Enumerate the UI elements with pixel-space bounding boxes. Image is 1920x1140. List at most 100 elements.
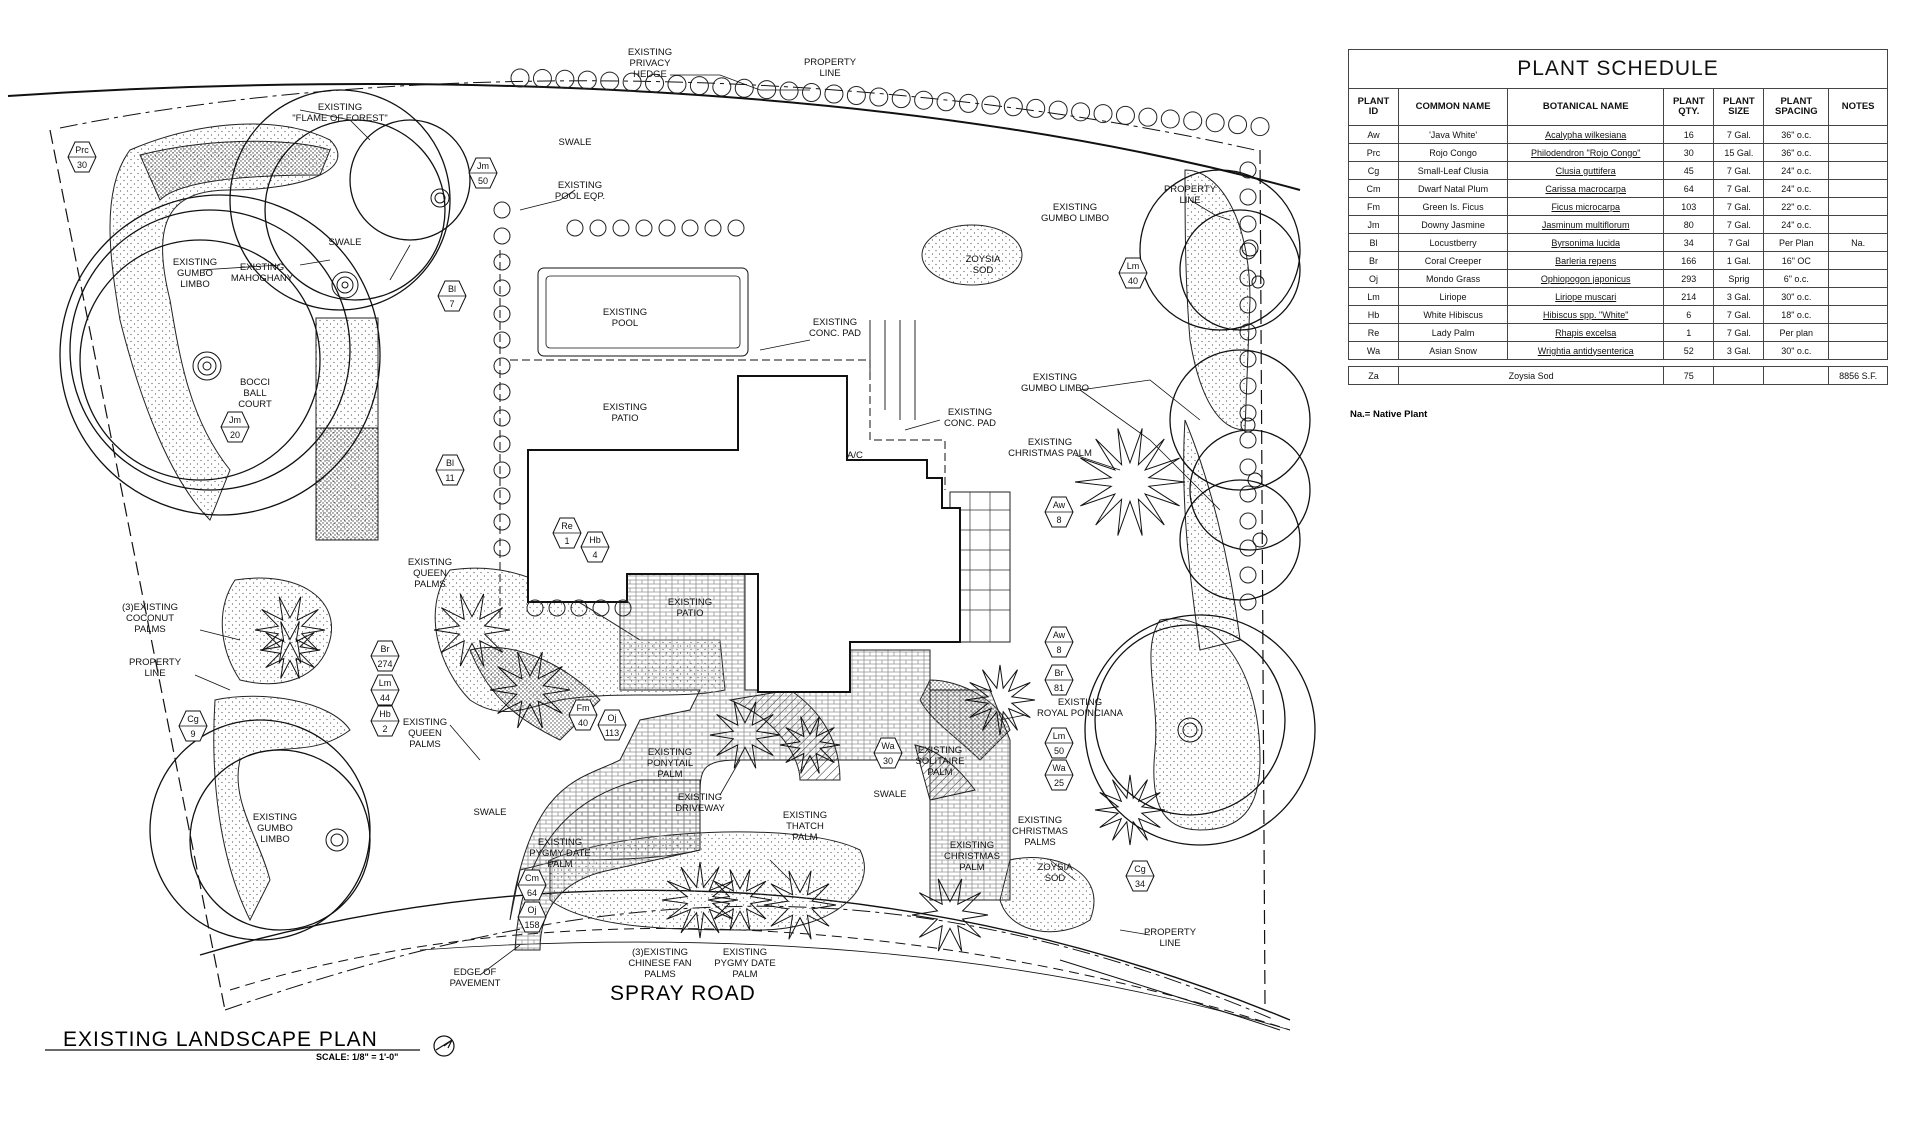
schedule-note: Na.= Native Plant [1350, 409, 1428, 420]
road-name: SPRAY ROAD [610, 982, 756, 1005]
plant-tag-qty: 50 [478, 176, 488, 186]
plant-tag-id: Wa [1052, 763, 1065, 773]
plant-tag: Bl7 [437, 280, 467, 312]
palm-symbols [254, 428, 1186, 952]
schedule-cell: 45 [1663, 161, 1715, 180]
schedule-cell: Prc [1347, 143, 1400, 162]
schedule-cell [1828, 269, 1888, 288]
plant-tag-qty: 20 [230, 430, 240, 440]
schedule-cell: Hb [1347, 305, 1400, 324]
schedule-cell: Na. [1828, 233, 1888, 252]
schedule-cell: 64 [1663, 179, 1715, 198]
schedule-cell: 214 [1663, 287, 1715, 306]
plant-tag-qty: 113 [605, 728, 619, 738]
drawing-title: EXISTING LANDSCAPE PLAN [63, 1028, 378, 1051]
schedule-cell: 24" o.c. [1763, 161, 1830, 180]
schedule-cell: 16 [1663, 125, 1715, 144]
plant-tag: Cg9 [178, 710, 208, 742]
schedule-cell: Sprig [1713, 269, 1765, 288]
plan-label: SWALE [559, 137, 592, 148]
plant-tag-qty: 9 [190, 729, 195, 739]
schedule-cell: Cm [1347, 179, 1400, 198]
schedule-spacer-cell [1663, 359, 1714, 367]
plan-label: SWALE [874, 789, 907, 800]
schedule-cell: 30" o.c. [1763, 341, 1830, 360]
schedule-cell: 24" o.c. [1763, 179, 1830, 198]
schedule-cell [1828, 305, 1888, 324]
schedule-cell: Downy Jasmine [1398, 215, 1509, 234]
schedule-cell: Coral Creeper [1398, 251, 1509, 270]
plant-tag-qty: 158 [524, 920, 539, 930]
hedge-rows [493, 68, 1270, 617]
schedule-cell [1828, 143, 1888, 162]
schedule-cell: 7 Gal. [1713, 215, 1765, 234]
schedule-cell: 7 Gal. [1713, 305, 1765, 324]
schedule-cell: Carissa macrocarpa [1507, 179, 1665, 198]
schedule-cell: 7 Gal. [1713, 125, 1765, 144]
tree-canopies [59, 89, 1316, 941]
plant-tag-id: Oj [528, 905, 537, 915]
plant-tag-qty: 1 [564, 536, 569, 546]
plant-tag-id: Hb [589, 535, 601, 545]
schedule-cell: Ophiopogon japonicus [1507, 269, 1665, 288]
schedule-spacer-cell [1348, 359, 1399, 367]
plant-tag-qty: 30 [77, 160, 87, 170]
schedule-cell [1828, 251, 1888, 270]
schedule-cell: Locustberry [1398, 233, 1509, 252]
schedule-cell [1828, 197, 1888, 216]
plant-tag-id: Bl [448, 284, 456, 294]
schedule-cell [1828, 323, 1888, 342]
schedule-cell: Jasminum multiflorum [1507, 215, 1665, 234]
schedule-cell: 3 Gal. [1713, 287, 1765, 306]
schedule-cell: 30" o.c. [1763, 287, 1830, 306]
schedule-spacer-cell [1828, 359, 1888, 367]
schedule-cell: Re [1347, 323, 1400, 342]
plant-tag: Re1 [552, 517, 582, 549]
schedule-cell: Br [1347, 251, 1400, 270]
schedule-cell: 3 Gal. [1713, 341, 1765, 360]
schedule-cell: Barleria repens [1507, 251, 1665, 270]
tree-trunks [192, 188, 1268, 852]
schedule-cell: Small-Leaf Clusia [1398, 161, 1509, 180]
plant-tag-id: Aw [1053, 630, 1066, 640]
schedule-cell: 30 [1663, 143, 1715, 162]
plant-tag-qty: 40 [578, 718, 588, 728]
schedule-cell [1828, 215, 1888, 234]
schedule-title: PLANT SCHEDULE [1348, 49, 1888, 89]
schedule-cell: Ficus microcarpa [1507, 197, 1665, 216]
plant-tag-qty: 40 [1128, 276, 1138, 286]
plant-tag: Hb2 [370, 705, 400, 737]
schedule-cell [1763, 366, 1830, 385]
schedule-cell: Lady Palm [1398, 323, 1509, 342]
schedule-cell: Rhapis excelsa [1507, 323, 1665, 342]
schedule-column-header: COMMON NAME [1398, 88, 1509, 126]
schedule-cell: Mondo Grass [1398, 269, 1509, 288]
schedule-column-header: NOTES [1828, 88, 1888, 126]
schedule-cell: 6 [1663, 305, 1715, 324]
